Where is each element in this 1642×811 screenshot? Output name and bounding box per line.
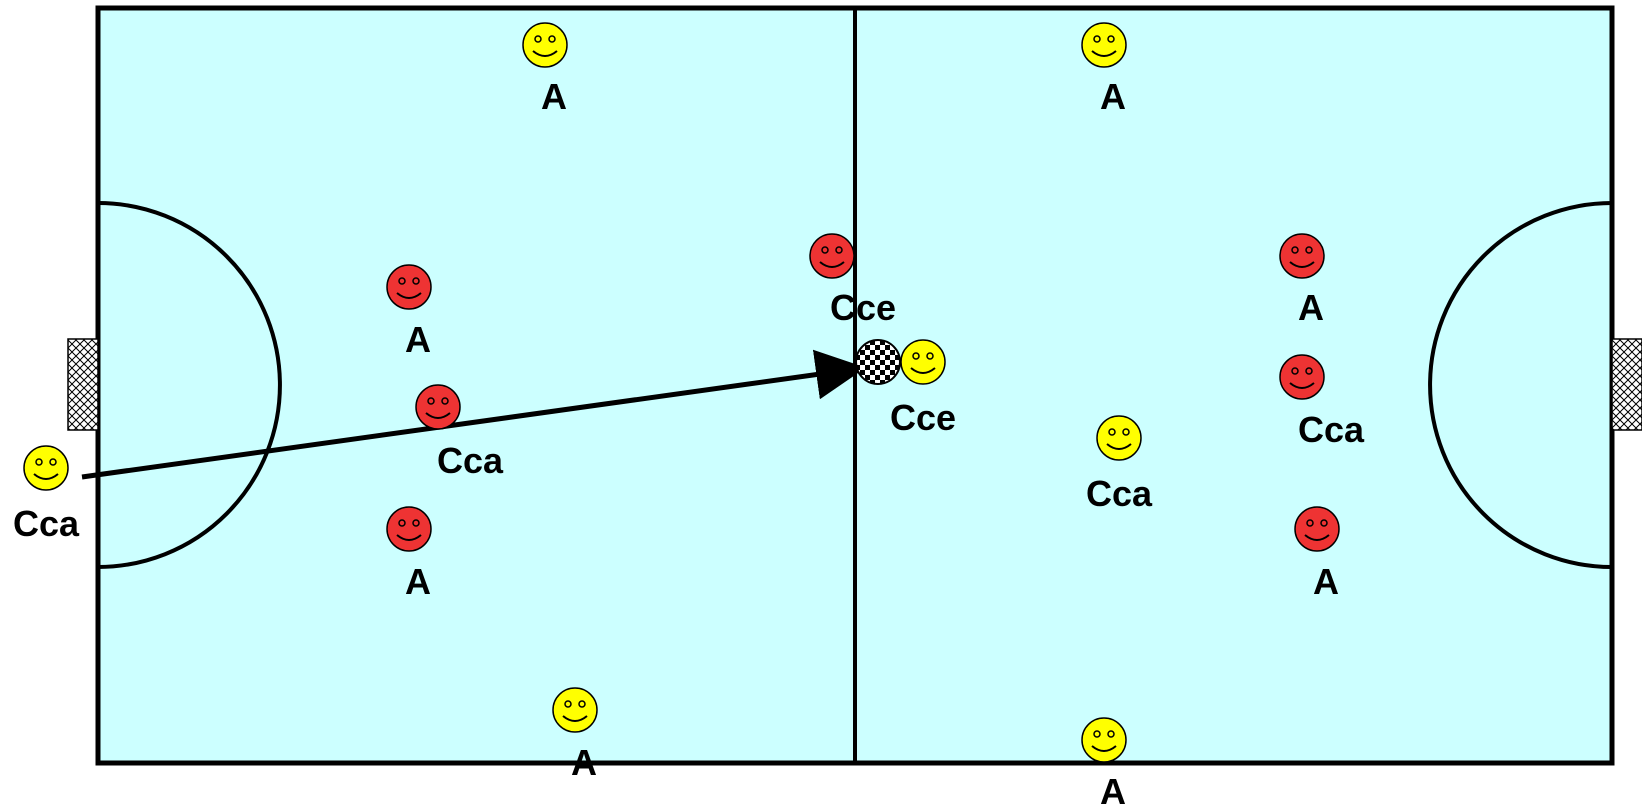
player-label: Cce xyxy=(890,397,956,438)
left-penalty-arc xyxy=(97,201,282,569)
yellow-player-y-bottom-left: A xyxy=(552,687,598,783)
smiley-face-icon xyxy=(522,22,568,68)
smiley-face-icon xyxy=(900,339,946,385)
red-player-r-right-bottom: A xyxy=(1294,506,1340,602)
player-label: A xyxy=(1100,76,1126,117)
ball xyxy=(855,339,901,385)
smiley-face-icon xyxy=(415,384,461,430)
smiley-face-icon xyxy=(1081,717,1127,763)
yellow-player-y-right-mid: Cca xyxy=(1086,415,1153,514)
player-label: Cca xyxy=(1086,473,1153,514)
smiley-face-icon xyxy=(809,233,855,279)
smiley-face-icon xyxy=(1279,354,1325,400)
player-label: A xyxy=(1313,561,1339,602)
red-player-r-right-mid: Cca xyxy=(1279,354,1365,450)
player-label: A xyxy=(1100,771,1126,811)
yellow-player-y-top-right: A xyxy=(1081,22,1127,117)
smiley-face-icon xyxy=(386,506,432,552)
red-player-r-center: Cce xyxy=(809,233,896,328)
right-penalty-arc xyxy=(1428,201,1613,569)
smiley-face-icon xyxy=(552,687,598,733)
red-player-r-right-top: A xyxy=(1279,233,1325,328)
player-label: A xyxy=(405,561,431,602)
yellow-player-y-center-ball: Cce xyxy=(890,339,956,438)
yellow-player-y-top-left: A xyxy=(522,22,568,117)
smiley-face-icon xyxy=(386,264,432,310)
player-label: A xyxy=(541,76,567,117)
player-label: A xyxy=(405,319,431,360)
smiley-face-icon xyxy=(1081,22,1127,68)
player-label: Cca xyxy=(1298,409,1365,450)
red-player-r-left-mid: Cca xyxy=(415,384,504,481)
smiley-face-icon xyxy=(1096,415,1142,461)
player-label: Cce xyxy=(830,287,896,328)
red-player-r-left-bottom: A xyxy=(386,506,432,602)
yellow-player-y-bottom-right: A xyxy=(1081,717,1127,811)
right-goal-net xyxy=(1611,338,1642,431)
player-label: A xyxy=(571,742,597,783)
left-goal-net xyxy=(67,338,99,431)
smiley-face-icon xyxy=(1279,233,1325,279)
yellow-player-y-outside-left: Cca xyxy=(13,445,80,544)
red-player-r-left-top: A xyxy=(386,264,432,360)
player-label: Cca xyxy=(437,440,504,481)
smiley-face-icon xyxy=(1294,506,1340,552)
player-label: Cca xyxy=(13,503,80,544)
smiley-face-icon xyxy=(23,445,69,491)
player-label: A xyxy=(1298,287,1324,328)
pass-arrow xyxy=(81,349,866,480)
